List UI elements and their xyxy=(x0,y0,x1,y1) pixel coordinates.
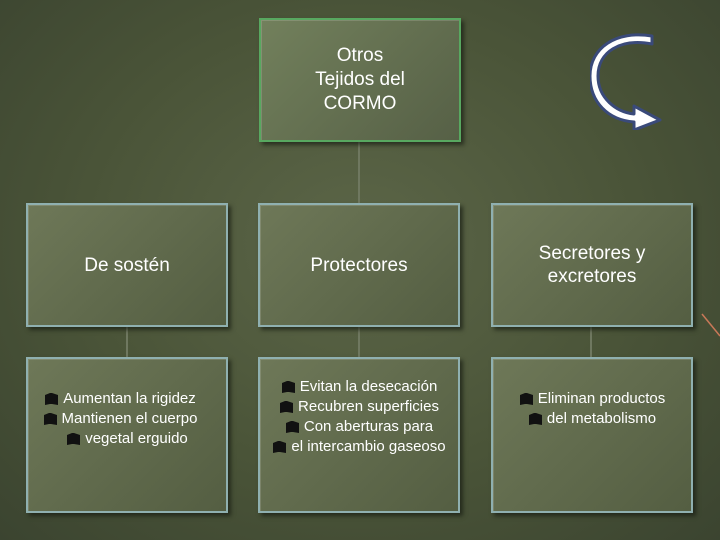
root-line: Otros xyxy=(336,45,384,66)
detail-item: Aumentan la rigidez xyxy=(44,389,196,409)
book-bullet-icon xyxy=(519,392,534,406)
root-line: CORMO xyxy=(323,93,397,114)
book-bullet-icon xyxy=(528,412,543,426)
connector-col1 xyxy=(126,326,128,358)
book-bullet-icon xyxy=(285,420,300,434)
category-label: Secretores y xyxy=(538,243,646,264)
book-bullet-icon xyxy=(281,380,296,394)
detail-item: del metabolismo xyxy=(528,409,656,429)
category-box-protectores: Protectores xyxy=(258,203,460,327)
detail-box-protectores: Evitan la desecación Recubren superficie… xyxy=(258,357,460,513)
curved-arrow-icon xyxy=(588,30,670,135)
category-label: De sostén xyxy=(84,254,170,276)
book-bullet-icon xyxy=(44,392,59,406)
decorative-line xyxy=(701,313,720,337)
root-line: Tejidos del xyxy=(315,69,405,90)
detail-box-secretores: Eliminan productos del metabolismo xyxy=(491,357,693,513)
root-box: Otros Tejidos del CORMO xyxy=(259,18,461,142)
detail-item: Recubren superficies xyxy=(279,397,439,417)
book-bullet-icon xyxy=(272,440,287,454)
category-label: excretores xyxy=(547,266,637,287)
book-bullet-icon xyxy=(66,432,81,446)
connector-col2 xyxy=(358,326,360,358)
book-bullet-icon xyxy=(43,412,58,426)
detail-item: el intercambio gaseoso xyxy=(272,437,446,457)
detail-item: Evitan la desecación xyxy=(281,377,437,397)
detail-item: Mantienen el cuerpo xyxy=(43,409,197,429)
category-label: Protectores xyxy=(310,254,408,276)
detail-item: Con aberturas para xyxy=(285,417,433,437)
detail-item: Eliminan productos xyxy=(519,389,665,409)
book-bullet-icon xyxy=(279,400,294,414)
detail-item: vegetal erguido xyxy=(66,429,188,449)
detail-box-sostén: Aumentan la rigidez Mantienen el cuerpo … xyxy=(26,357,228,513)
connector-root-down xyxy=(358,140,360,204)
category-box-sostén: De sostén xyxy=(26,203,228,327)
category-box-secretores: Secretores y excretores xyxy=(491,203,693,327)
connector-col3 xyxy=(590,326,592,358)
